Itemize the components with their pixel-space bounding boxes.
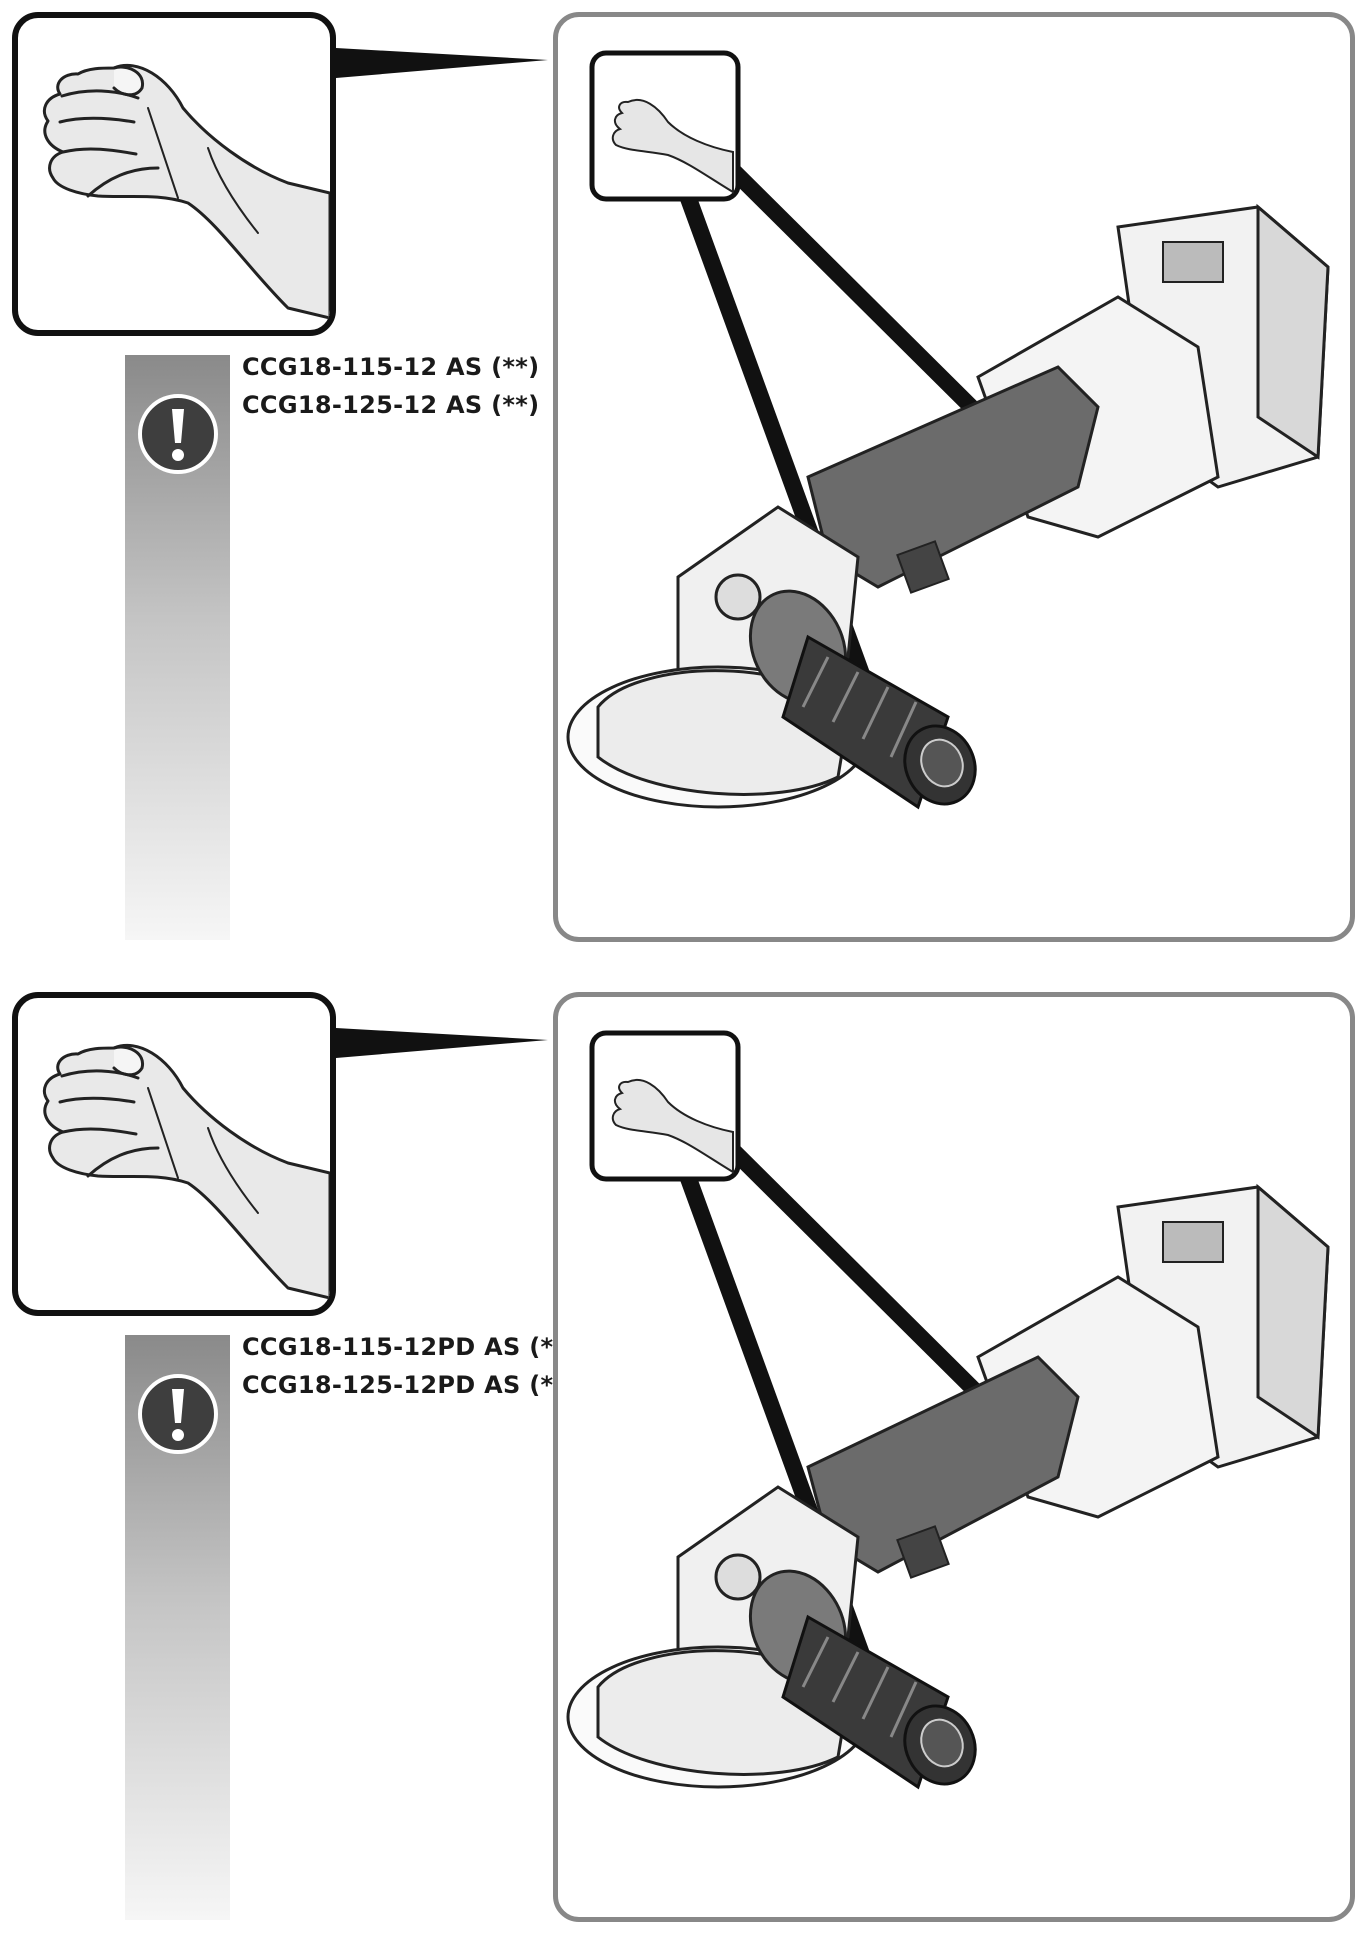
section-2: CCG18-115-12PD AS (**) CCG18-125-12PD AS… [0,980,1365,1940]
tool-illustration-box [553,12,1355,942]
model-label: CCG18-115-12 AS (**) [242,353,540,381]
model-label: CCG18-125-12PD AS (**) [242,1371,578,1399]
angle-grinder-icon [566,1030,1330,1790]
hand-detail-box [12,992,336,1316]
angle-grinder-icon [566,50,1330,810]
model-label: CCG18-115-12PD AS (**) [242,1333,578,1361]
exclamation-icon [138,394,218,474]
hand-detail-box [12,12,336,336]
warning-bar [125,355,230,940]
section-1: CCG18-115-12 AS (**) CCG18-125-12 AS (**… [0,0,1365,960]
warning-bar [125,1335,230,1920]
hand-icon [43,63,330,320]
model-label: CCG18-125-12 AS (**) [242,391,540,419]
hand-icon [43,1043,330,1300]
tool-illustration-box [553,992,1355,1922]
model-list: CCG18-115-12 AS (**) CCG18-125-12 AS (**… [242,348,539,424]
model-list: CCG18-115-12PD AS (**) CCG18-125-12PD AS… [242,1328,577,1404]
exclamation-icon [138,1374,218,1454]
